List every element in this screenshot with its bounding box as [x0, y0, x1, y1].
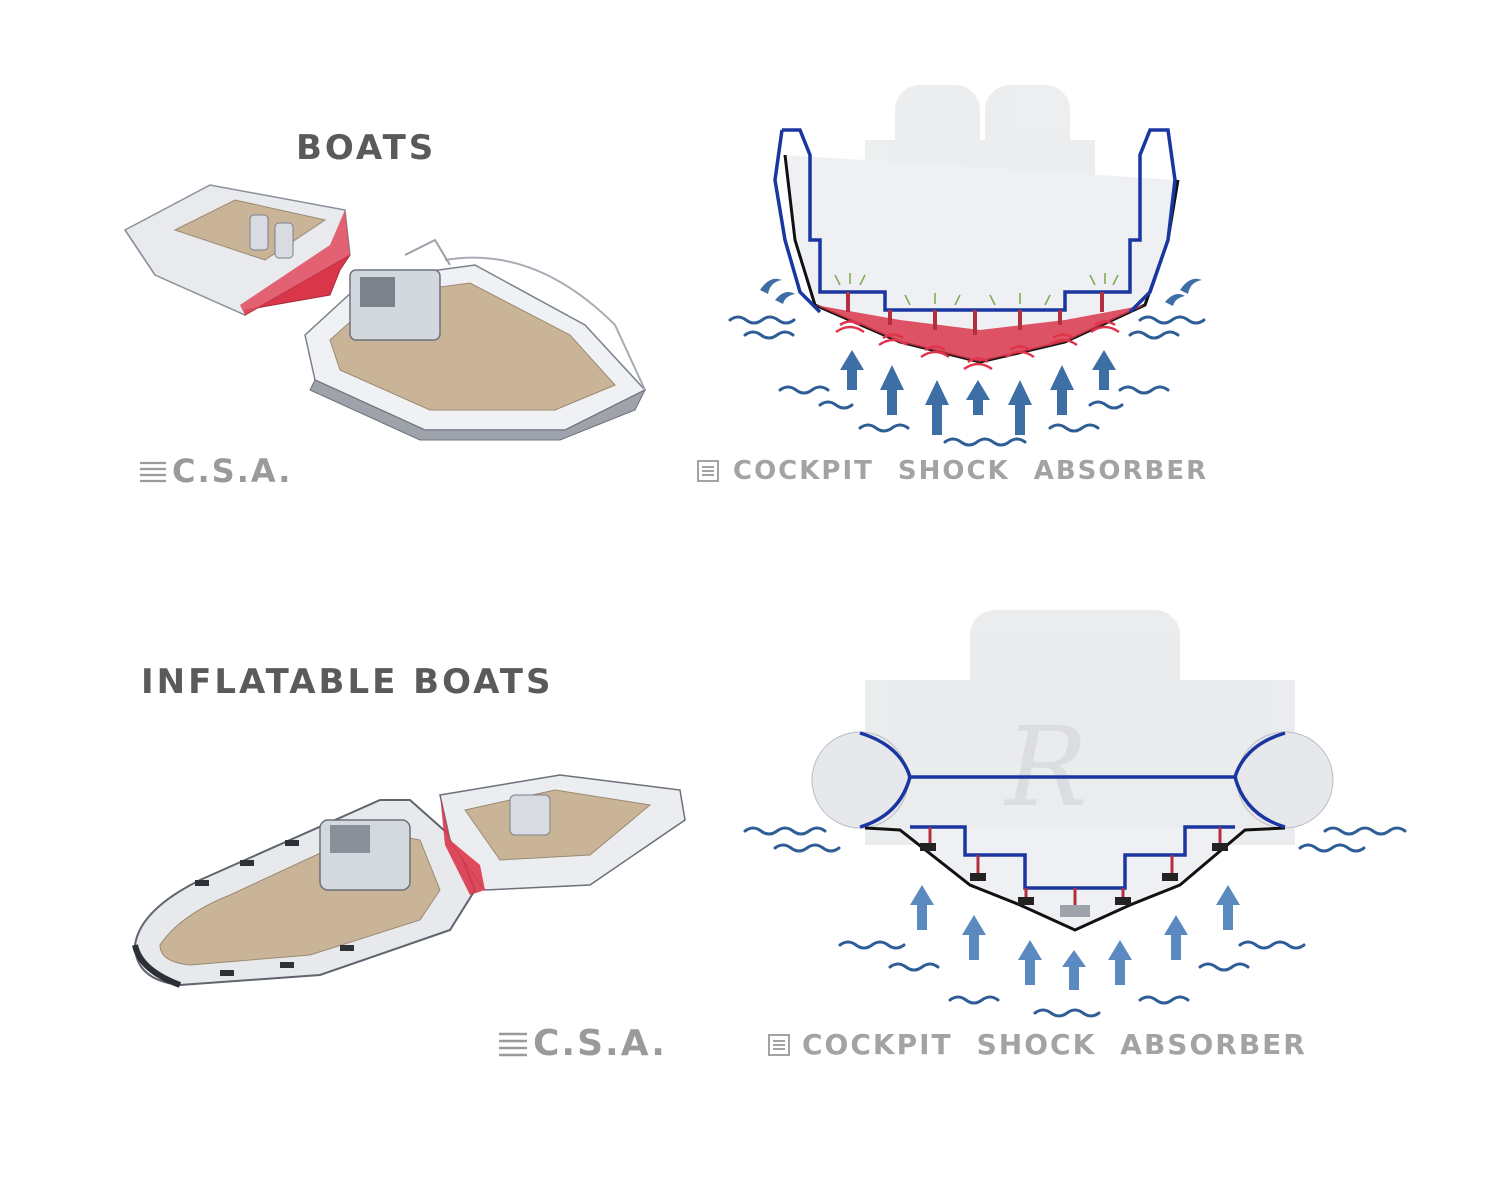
boat-illustration — [123, 184, 647, 441]
caption-word-shock: SHOCK — [897, 456, 1010, 486]
caption-word-cockpit: COCKPIT — [733, 456, 874, 486]
inflatable-stern-module — [439, 774, 686, 895]
caption-word-cockpit: COCKPIT — [802, 1028, 953, 1061]
inflatable-boat-illustration — [132, 774, 686, 988]
csa-logo: C.S.A. — [497, 1023, 667, 1064]
cockpit-shock-absorber-caption: COCKPIT SHOCK ABSORBER — [768, 1028, 1307, 1061]
spring-icon — [697, 460, 719, 482]
caption-word-absorber: ABSORBER — [1120, 1028, 1307, 1061]
boats-title: BOATS — [296, 128, 437, 168]
csa-logo-text: C.S.A. — [533, 1023, 667, 1064]
boat-stern-module — [123, 184, 351, 316]
cockpit-shock-absorber-caption: COCKPIT SHOCK ABSORBER — [697, 456, 1208, 486]
inflatable-boats-title: INFLATABLE BOATS — [141, 662, 554, 702]
csa-logo: C.S.A. — [138, 452, 292, 490]
inflatable-tube-left — [811, 731, 909, 829]
spring-icon — [140, 461, 166, 483]
inflatable-bow-module — [132, 799, 477, 988]
spring-icon — [768, 1033, 790, 1056]
csa-logo-text: C.S.A. — [172, 452, 293, 490]
caption-word-absorber: ABSORBER — [1033, 456, 1209, 486]
hull-cross-section-diagram: R — [728, 85, 1206, 447]
svg-text:R: R — [1003, 703, 1088, 831]
caption-word-shock: SHOCK — [976, 1028, 1097, 1061]
boat-bow-module — [304, 238, 647, 441]
hull-cross-section-diagram: R — [743, 610, 1407, 1018]
spring-icon — [499, 1032, 527, 1056]
inflatable-tube-right — [1236, 731, 1334, 829]
